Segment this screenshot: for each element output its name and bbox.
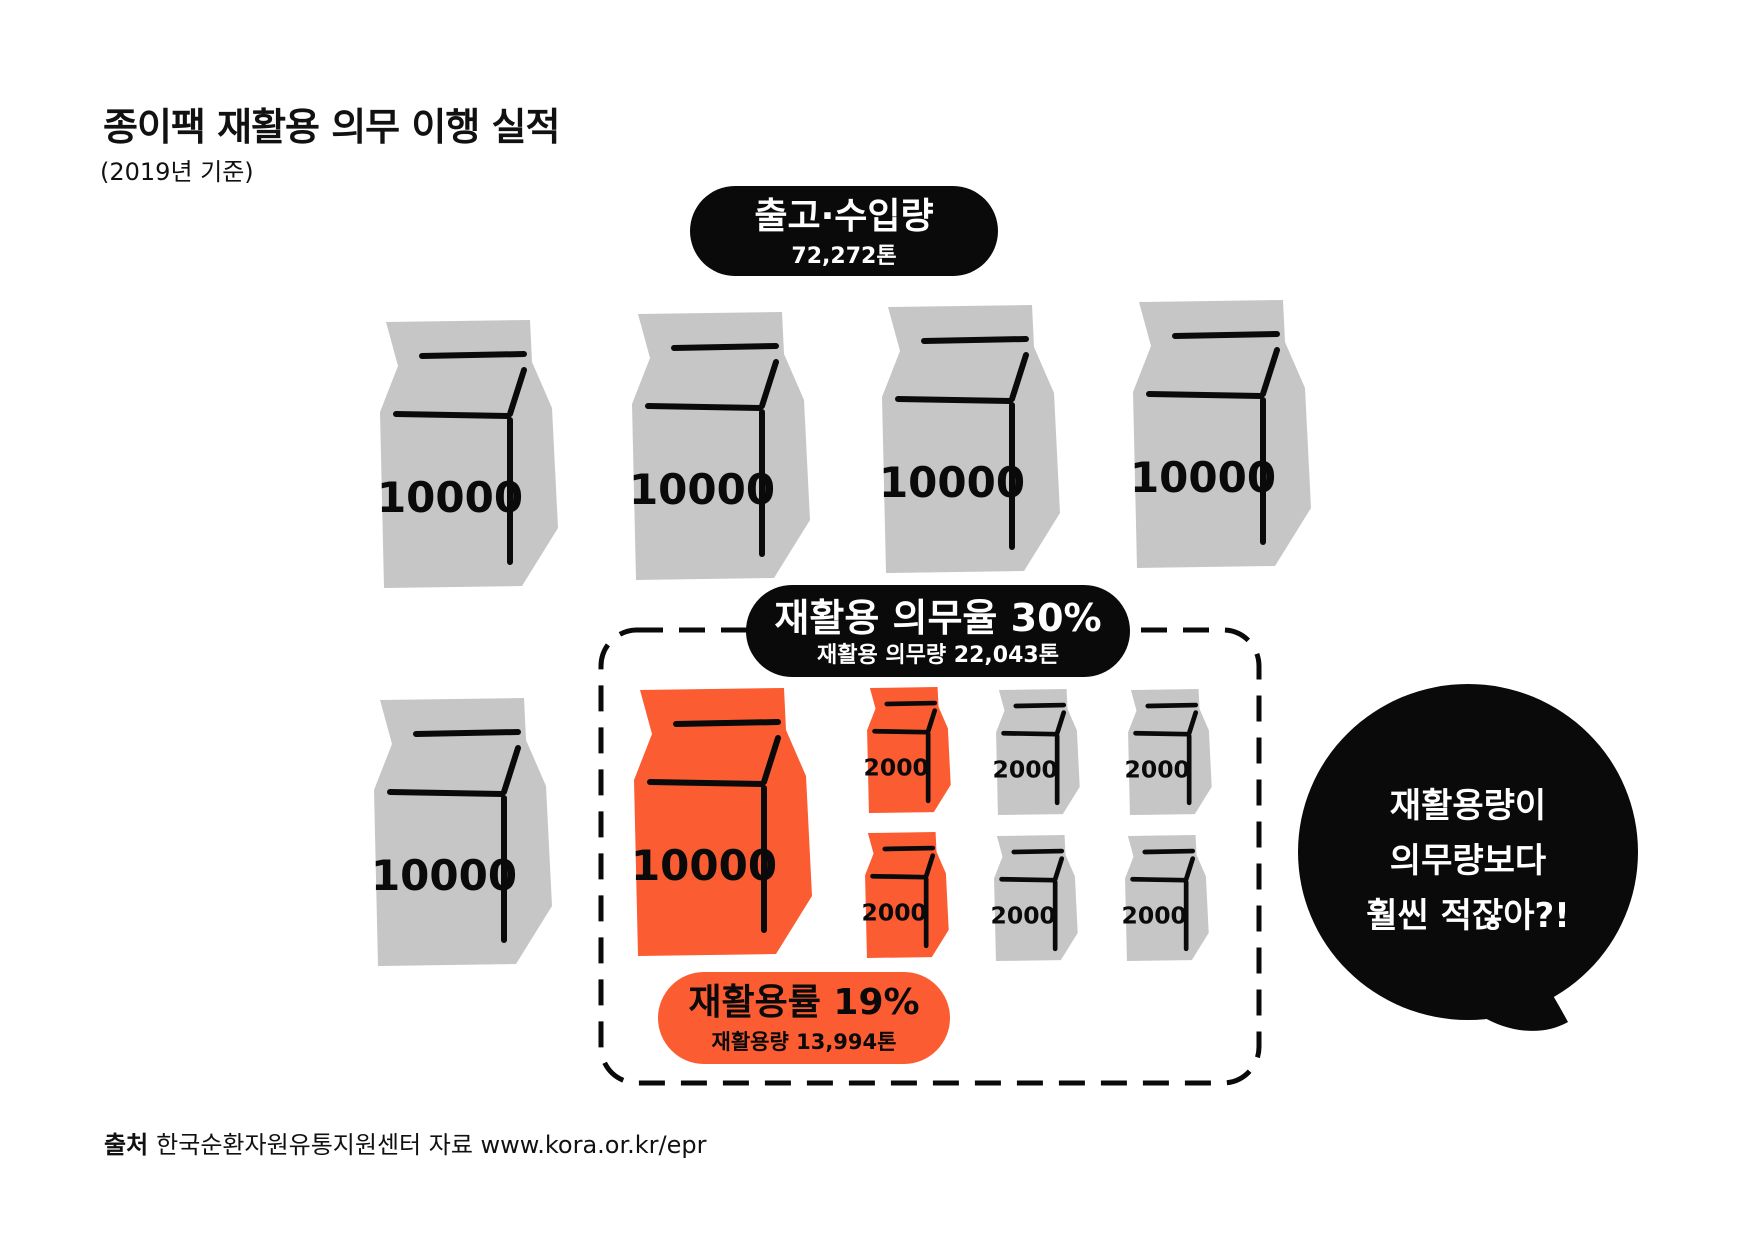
pack-body <box>882 305 1060 573</box>
recycled-badge: 재활용률 19% 재활용량 13,994톤 <box>658 972 950 1064</box>
pack-line <box>759 359 779 409</box>
pack-value-label: 2000 <box>1121 901 1186 929</box>
recycled-sub-label: 재활용량 13,994톤 <box>712 1030 897 1054</box>
pack-value-label: 10000 <box>879 458 1025 507</box>
pack-2: 10000 <box>629 312 810 580</box>
pack-line <box>1133 730 1191 737</box>
pack-body <box>996 689 1080 816</box>
pack-11: 2000 <box>990 835 1078 962</box>
pack-body <box>374 698 552 966</box>
pack-8: 2000 <box>992 689 1080 816</box>
obligation-badge: 재활용 의무율 30% 재활용 의무량 22,043톤 <box>746 585 1130 677</box>
pack-body <box>867 687 951 814</box>
page-title: 종이팩 재활용 의무 이행 실적 <box>103 105 560 149</box>
pack-value-label: 2000 <box>861 898 926 926</box>
pack-group: 10000 10000 10000 10000 10000 10000 2000 2000 20… <box>371 300 1311 966</box>
obligation-region <box>598 627 1262 1086</box>
pack-line <box>870 873 928 880</box>
pack-value-label: 2000 <box>990 901 1055 929</box>
pack-line <box>1054 710 1067 736</box>
pack-line <box>1052 856 1065 882</box>
pack-value-label: 2000 <box>1124 755 1189 783</box>
pack-5: 10000 <box>371 698 552 966</box>
pack-line <box>393 411 511 419</box>
pack-3: 10000 <box>879 305 1060 573</box>
recycled-badge-pill <box>658 972 950 1064</box>
pack-line <box>1009 352 1029 402</box>
pack-line <box>387 789 505 797</box>
pack-value-label: 10000 <box>1130 453 1276 502</box>
pack-line <box>1013 702 1067 709</box>
pack-line <box>413 729 521 737</box>
speech-bubble-body <box>1298 684 1638 1020</box>
pack-body <box>1125 835 1209 962</box>
pack-line <box>507 367 527 417</box>
callout-line-3: 훨씬 적잖아?! <box>1366 896 1569 936</box>
source-label: 출처 <box>104 1131 149 1159</box>
pack-line <box>673 719 781 727</box>
pack-body <box>994 835 1078 962</box>
pack-value-label: 10000 <box>371 851 517 900</box>
pack-line <box>925 708 938 734</box>
source-text: 한국순환자원유통지원센터 자료 www.kora.or.kr/epr <box>156 1131 707 1159</box>
pack-line <box>882 845 936 852</box>
pack-line <box>645 403 763 411</box>
recycled-label: 재활용률 19% <box>688 982 919 1023</box>
pack-body <box>865 832 949 959</box>
total-value: 72,272톤 <box>791 244 896 269</box>
pack-body <box>634 688 812 956</box>
pack-9: 2000 <box>1124 689 1212 816</box>
pack-value-label: 10000 <box>377 473 523 522</box>
pack-value-label: 10000 <box>631 841 777 890</box>
pack-line <box>1146 391 1264 399</box>
speech-bubble: 재활용량이 의무량보다 훨씬 적잖아?! <box>1298 684 1638 1031</box>
obligation-label: 재활용 의무율 30% <box>774 596 1101 640</box>
pack-body <box>1128 689 1212 816</box>
pack-line <box>1172 331 1280 339</box>
pack-line <box>1183 856 1196 882</box>
callout-line-1: 재활용량이 <box>1390 786 1546 826</box>
pack-line <box>1011 848 1065 855</box>
pack-line <box>1130 876 1188 883</box>
obligation-sub-label: 재활용 의무량 22,043톤 <box>817 643 1059 668</box>
pack-line <box>1142 848 1196 855</box>
pack-body <box>1133 300 1311 568</box>
pack-line <box>501 745 521 795</box>
pack-line <box>872 728 930 735</box>
pack-1: 10000 <box>377 320 558 588</box>
pack-body <box>380 320 558 588</box>
total-badge-pill <box>690 186 998 276</box>
callout-line-2: 의무량보다 <box>1390 841 1546 881</box>
pack-body <box>632 312 810 580</box>
pack-line <box>671 343 779 351</box>
pack-line <box>647 779 765 787</box>
pack-7: 2000 <box>863 687 951 814</box>
pack-line <box>761 735 781 785</box>
pack-line <box>895 396 1013 404</box>
pack-line <box>923 853 936 879</box>
obligation-badge-pill <box>746 585 1130 677</box>
pack-line <box>419 351 527 359</box>
page-subtitle: (2019년 기준) <box>100 158 254 186</box>
pack-line <box>1186 710 1199 736</box>
total-badge: 출고·수입량 72,272톤 <box>690 186 998 276</box>
pack-line <box>1145 702 1199 709</box>
pack-line <box>884 700 938 707</box>
pack-4: 10000 <box>1130 300 1311 568</box>
pack-12: 2000 <box>1121 835 1209 962</box>
pack-value-label: 2000 <box>863 753 928 781</box>
pack-6: 10000 <box>631 688 812 956</box>
pack-line <box>1260 347 1280 397</box>
pack-value-label: 10000 <box>629 465 775 514</box>
pack-10: 2000 <box>861 832 949 959</box>
pack-line <box>1001 730 1059 737</box>
pack-line <box>921 336 1029 344</box>
pack-line <box>999 876 1057 883</box>
total-label: 출고·수입량 <box>754 196 933 237</box>
pack-value-label: 2000 <box>992 755 1057 783</box>
